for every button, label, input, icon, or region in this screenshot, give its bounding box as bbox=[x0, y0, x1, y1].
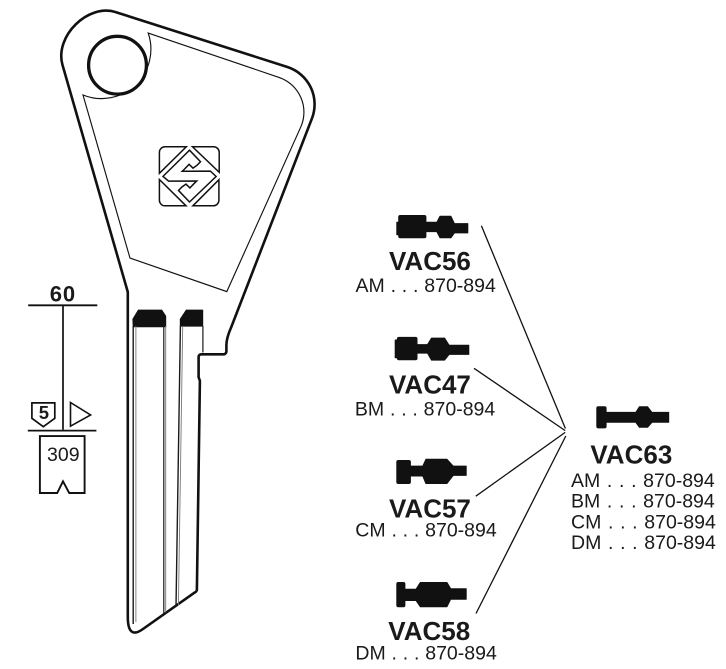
svg-text:CM . . . 870-894: CM . . . 870-894 bbox=[571, 511, 716, 533]
svg-text:VAC58: VAC58 bbox=[388, 616, 470, 646]
svg-text:VAC47: VAC47 bbox=[389, 369, 471, 399]
svg-text:AM . . . 870-894: AM . . . 870-894 bbox=[356, 275, 496, 297]
svg-text:DM . . . 870-894: DM . . . 870-894 bbox=[571, 532, 716, 554]
svg-text:VAC56: VAC56 bbox=[389, 246, 471, 276]
svg-text:VAC57: VAC57 bbox=[389, 493, 471, 523]
svg-text:VAC63: VAC63 bbox=[590, 439, 672, 469]
svg-text:AM . . . 870-894: AM . . . 870-894 bbox=[571, 470, 715, 492]
svg-text:309: 309 bbox=[47, 444, 80, 466]
svg-text:CM . . . 870-894: CM . . . 870-894 bbox=[355, 520, 497, 542]
svg-text:60: 60 bbox=[50, 282, 76, 307]
svg-text:DM . . . 870-894: DM . . . 870-894 bbox=[355, 643, 497, 665]
svg-text:BM . . . 870-894: BM . . . 870-894 bbox=[571, 491, 715, 513]
svg-text:BM . . . 870-894: BM . . . 870-894 bbox=[355, 398, 495, 420]
svg-text:5: 5 bbox=[39, 402, 49, 423]
